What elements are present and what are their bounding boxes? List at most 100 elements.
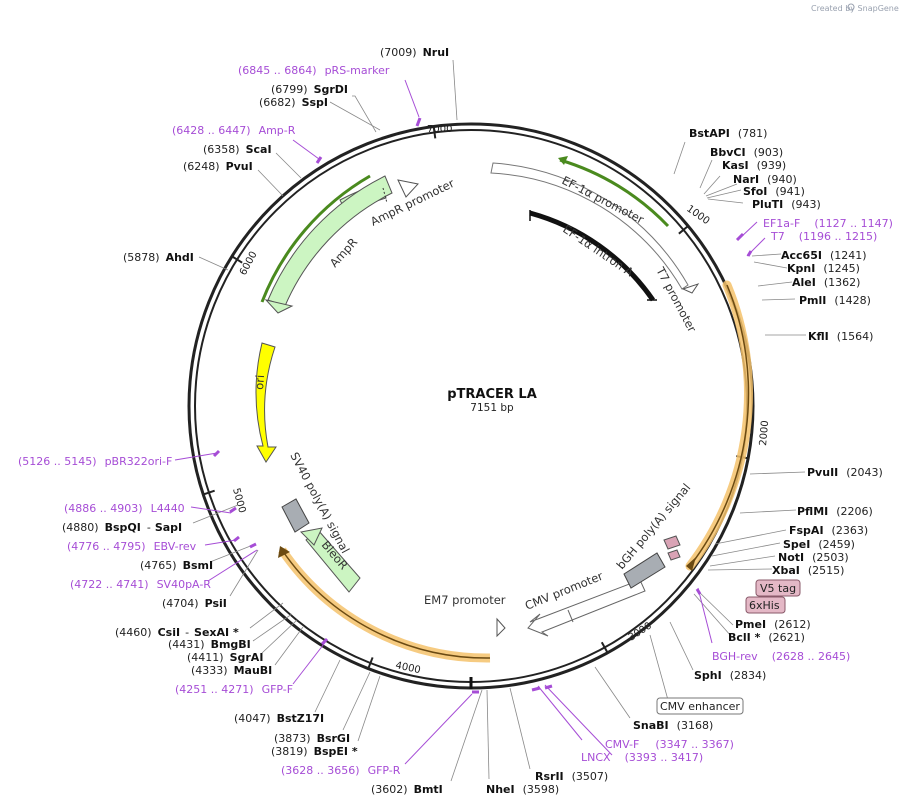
enzyme-sgrdi[interactable]: (6799)SgrDI	[271, 83, 348, 96]
enzyme-bsmi[interactable]: (4765)BsmI	[140, 559, 213, 572]
enzyme-bstz17i[interactable]: (4047)BstZ17I	[234, 712, 324, 725]
enzyme-pluti[interactable]: PluTI(943)	[752, 198, 821, 211]
primer-labels: (6845 .. 6864)pRS-marker (6428 .. 6447)A…	[18, 64, 893, 777]
primer-gfp-f[interactable]: (4251 .. 4271)GFP-F	[175, 683, 293, 696]
enzyme-csii-sexai[interactable]: (4460)CsiI-SexAI *	[115, 626, 239, 639]
tick-label-7000: 7000	[427, 124, 452, 135]
sv40-polya-box[interactable]	[281, 498, 310, 533]
enzyme-acc65i[interactable]: Acc65I(1241)	[781, 249, 867, 262]
enzyme-kfli[interactable]: KflI(1564)	[808, 330, 873, 343]
enzyme-kpni[interactable]: KpnI(1245)	[787, 262, 860, 275]
enzyme-labels: (7009)NruI (6799)SgrDI (6682)SspI (6358)…	[62, 46, 883, 796]
ampr-gene-arrow[interactable]	[267, 175, 393, 307]
tick-mark-4000	[367, 657, 374, 669]
v5-tag-frame	[755, 579, 801, 597]
cmv-enhancer-box[interactable]: CMV enhancer	[656, 697, 744, 715]
enzyme-xbai[interactable]: XbaI(2515)	[772, 564, 844, 577]
orange-gene-bottom-arrowhead	[278, 546, 290, 558]
enzyme-nhei[interactable]: NheI(3598)	[486, 783, 559, 796]
enzyme-pmei[interactable]: PmeI(2612)	[735, 618, 811, 631]
primer-lncx[interactable]: LNCX(3393 .. 3417)	[581, 751, 703, 764]
features	[255, 156, 753, 663]
enzyme-pvuii[interactable]: PvuII(2043)	[807, 466, 883, 479]
enzyme-noti[interactable]: NotI(2503)	[778, 551, 849, 564]
em7-promoter-arrow[interactable]	[496, 617, 506, 638]
ef1a-intron-label: EF-1α intron A	[560, 222, 636, 279]
v5-tag-label: V5 tag	[760, 582, 796, 595]
primer-bgh-rev[interactable]: BGH-rev(2628 .. 2645)	[712, 650, 850, 663]
cmv-enhancer-label: CMV enhancer	[660, 700, 740, 713]
primer-prs-marker[interactable]: (6845 .. 6864)pRS-marker	[238, 64, 390, 77]
primer-gfp-r[interactable]: (3628 .. 3656)GFP-R	[281, 764, 401, 777]
primer-amp-r[interactable]: (6428 .. 6447)Amp-R	[172, 124, 296, 137]
snapgene-credit: Created by SnapGene	[811, 4, 899, 13]
enzyme-bmgbi[interactable]: (4431)BmgBI	[168, 638, 251, 651]
enzyme-kasi[interactable]: KasI(939)	[722, 159, 786, 172]
orange-gene-right-core	[689, 284, 750, 567]
primer-sv40pa-r[interactable]: (4722 .. 4741)SV40pA-R	[70, 578, 211, 591]
primer-ef1a-f[interactable]: EF1a-F(1127 .. 1147)	[763, 217, 893, 230]
enzyme-sphi[interactable]: SphI(2834)	[694, 669, 766, 682]
ef1a-promoter-label: EF-1α promoter	[560, 173, 647, 226]
enzyme-pvui-left[interactable]: (6248)PvuI	[183, 160, 253, 173]
his-tag-box[interactable]: 6xHis	[745, 596, 786, 614]
enzyme-rsrii[interactable]: RsrII(3507)	[535, 770, 608, 783]
enzyme-bmti[interactable]: (3602)BmtI	[371, 783, 443, 796]
primer-pbr322ori-f[interactable]: (5126 .. 5145)pBR322ori-F	[18, 455, 172, 468]
primer-l4440[interactable]: (4886 .. 4903)L4440	[64, 502, 185, 515]
bgh-polya-box[interactable]	[623, 552, 666, 589]
his-tag-frame	[745, 596, 786, 614]
enzyme-ahdi[interactable]: (5878)AhdI	[123, 251, 194, 264]
enzyme-psii[interactable]: (4704)PsiI	[162, 597, 227, 610]
ori-arrow[interactable]	[255, 342, 277, 463]
enzyme-bstapi[interactable]: BstAPI(781)	[689, 127, 767, 140]
enzyme-spei[interactable]: SpeI(2459)	[783, 538, 855, 551]
v5-tag-box[interactable]: V5 tag	[755, 579, 801, 597]
primer-cmv-f[interactable]: CMV-F(3347 .. 3367)	[605, 738, 734, 751]
enzyme-scai[interactable]: (6358)ScaI	[203, 143, 272, 156]
enzyme-bsrgi[interactable]: (3873)BsrGI	[274, 732, 350, 745]
tick-mark-6000	[232, 256, 243, 264]
his-tag-marker[interactable]	[667, 549, 681, 561]
enzyme-pflmi[interactable]: PflMI(2206)	[797, 505, 873, 518]
leader-lines	[192, 59, 806, 782]
bleor-arrowhead-icon	[299, 527, 323, 546]
enzyme-nari[interactable]: NarI(940)	[733, 173, 797, 186]
ef1a-primer-line	[559, 158, 670, 228]
enzyme-sfoi[interactable]: SfoI(941)	[743, 185, 805, 198]
enzyme-bcli[interactable]: BclI *(2621)	[728, 631, 805, 644]
orange-gene-right-arrowhead	[686, 557, 696, 571]
enzyme-snabi[interactable]: SnaBI(3168)	[633, 719, 713, 732]
ampr-promoter-divider	[382, 187, 388, 204]
tick-label-2000: 2000	[758, 420, 771, 446]
orange-gene-bottom-core	[281, 549, 491, 659]
enzyme-bspei[interactable]: (3819)BspEI *	[271, 745, 358, 758]
tick-mark-7000	[432, 127, 437, 139]
tick-label-1000: 1000	[684, 203, 711, 227]
tick-mark-3000	[600, 641, 608, 653]
enzyme-alei[interactable]: AleI(1362)	[792, 276, 860, 289]
his-tag-label: 6xHis	[749, 599, 780, 612]
snapgene-logo-icon	[847, 3, 855, 11]
ampr-arrowhead-icon	[264, 299, 294, 314]
t7-promoter-arrow[interactable]	[681, 283, 700, 294]
ef1a-primer-arrowhead	[558, 156, 568, 165]
primer-t7[interactable]: T7(1196 .. 1215)	[770, 230, 877, 243]
v5-tag-marker[interactable]	[663, 535, 681, 550]
cmv-divider	[567, 609, 574, 623]
ef1a-intron-bar[interactable]	[529, 210, 656, 302]
enzyme-bbvci[interactable]: BbvCI(903)	[710, 146, 783, 159]
ampr-label: AmpR	[327, 235, 360, 270]
enzyme-sgrai[interactable]: (4411)SgrAI	[187, 651, 263, 664]
cmv-enhancer-frame	[656, 697, 744, 715]
enzyme-nrui[interactable]: (7009)NruI	[380, 46, 449, 59]
enzyme-bspqi-sapi[interactable]: (4880)BspQI-SapI	[62, 521, 182, 534]
enzyme-pmli[interactable]: PmlI(1428)	[799, 294, 871, 307]
enzyme-maubi[interactable]: (4333)MauBI	[191, 664, 272, 677]
primer-ebv-rev[interactable]: (4776 .. 4795)EBV-rev	[67, 540, 197, 553]
enzyme-fspai[interactable]: FspAI(2363)	[789, 524, 868, 537]
enzyme-sspi[interactable]: (6682)SspI	[259, 96, 328, 109]
primer-ticks	[212, 117, 753, 694]
tick-mark-1000	[678, 225, 688, 235]
